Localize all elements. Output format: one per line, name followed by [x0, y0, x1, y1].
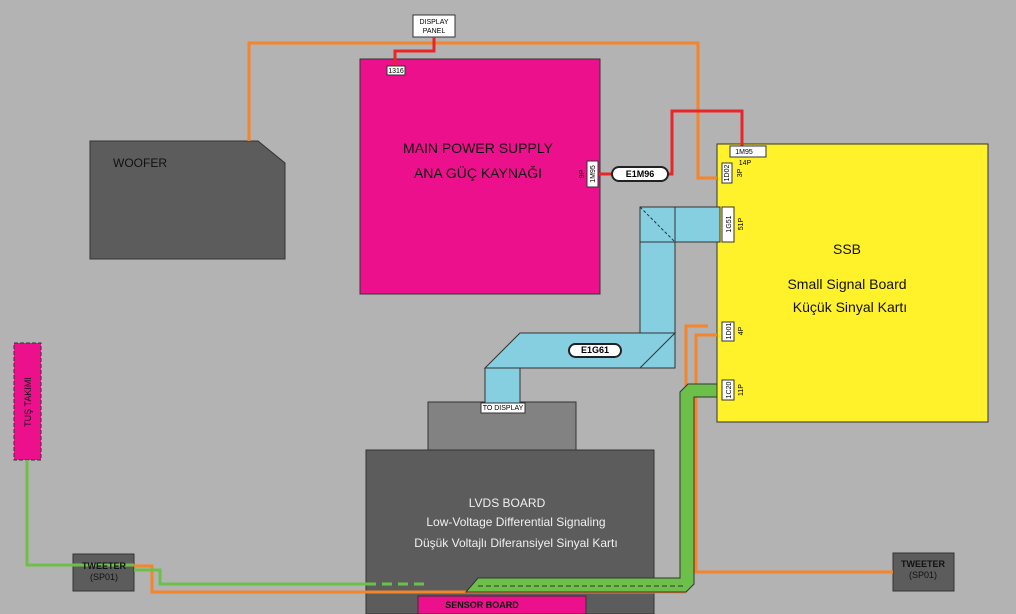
connector-1m95 [729, 145, 767, 158]
tweeter-left-label-1: TWEETER [82, 561, 126, 571]
flex-cable-to-display [484, 367, 521, 404]
lvds-title: LVDS BOARD [469, 496, 546, 510]
main-power-supply-box [359, 58, 601, 295]
connector-1d01-label: 1D01 [726, 323, 733, 340]
connector-psu-side [586, 160, 599, 188]
connector-51p-label: 51P [738, 217, 745, 230]
display-panel-label-2: PANEL [423, 28, 446, 35]
psu-subtitle: ANA GÜÇ KAYNAĞI [414, 164, 542, 181]
cable-tag-e1m96 [611, 166, 669, 182]
red-wire-psu-ssb [668, 109, 744, 176]
sensor-board-box [417, 595, 587, 614]
psu-title: MAIN POWER SUPPLY [403, 140, 554, 156]
tweeter-right-label-2: (SP01) [909, 570, 937, 580]
connector-1g51 [721, 206, 735, 243]
green-wire-tweeter [134, 568, 366, 586]
connector-1c20-label: 1C20 [726, 382, 733, 399]
connector-14p-label: 14P [739, 160, 752, 167]
connector-1m95-label: 1M95 [735, 149, 753, 156]
lvds-line2: Düşük Voltajlı Diferansiyel Sinyal Kartı [414, 536, 617, 550]
lvds-line1: Low-Voltage Differential Signaling [426, 515, 605, 529]
cable-tag-e1m96-label: E1M96 [626, 169, 655, 179]
keypad-box [13, 342, 42, 461]
tweeter-left-box [72, 553, 135, 592]
display-panel-label-1: DISPLAY [419, 19, 448, 26]
ssb-title: SSB [833, 241, 861, 257]
tweeter-left-label-2: (SP01) [90, 572, 118, 582]
connector-4p-label: 4P [738, 326, 745, 335]
connector-3p-label: 3P [737, 168, 744, 177]
connector-1316-label: 1316 [388, 68, 404, 75]
tweeter-right-label-1: TWEETER [901, 559, 945, 569]
orange-wire-display-woofer [247, 41, 717, 180]
to-display-label: TO DISPLAY [483, 405, 524, 412]
connector-1d01 [721, 321, 735, 342]
ssb-box [716, 143, 989, 423]
woofer-label: WOOFER [113, 156, 167, 170]
sensor-board-label: SENSOR BOARD [445, 600, 519, 610]
green-ribbon-ssb-sensor [464, 383, 718, 593]
to-display-tag [480, 402, 526, 414]
cable-tag-e1g61-label: E1G61 [581, 345, 609, 355]
cable-tag-e1g61 [568, 343, 622, 358]
connector-psu-9p-label: 9P [579, 169, 586, 178]
connector-11p-label: 11P [738, 384, 745, 396]
green-wire-keypad [25, 460, 134, 567]
tweeter-right-box [892, 552, 955, 592]
connector-1c20 [721, 379, 735, 401]
connector-1d02 [721, 162, 733, 184]
keypad-label: TUŞ TAKIMI [23, 377, 33, 427]
red-wire-display-panel [393, 37, 436, 67]
ssb-line1: Small Signal Board [787, 276, 906, 292]
ssb-line2: Küçük Sinyal Kartı [793, 299, 907, 315]
woofer-box [89, 140, 286, 260]
flex-cable-ssb-end [674, 206, 721, 243]
connector-1316 [386, 65, 406, 76]
orange-wire-ssb-1d01-b [694, 333, 893, 574]
connector-1d02-label: 1D02 [724, 165, 731, 182]
connector-1g51-label: 1G51 [726, 215, 733, 232]
connector-psu-side-label: 1M95 [590, 165, 597, 183]
flex-fold-line [639, 206, 676, 243]
orange-wire-tweeter-left [134, 564, 686, 594]
